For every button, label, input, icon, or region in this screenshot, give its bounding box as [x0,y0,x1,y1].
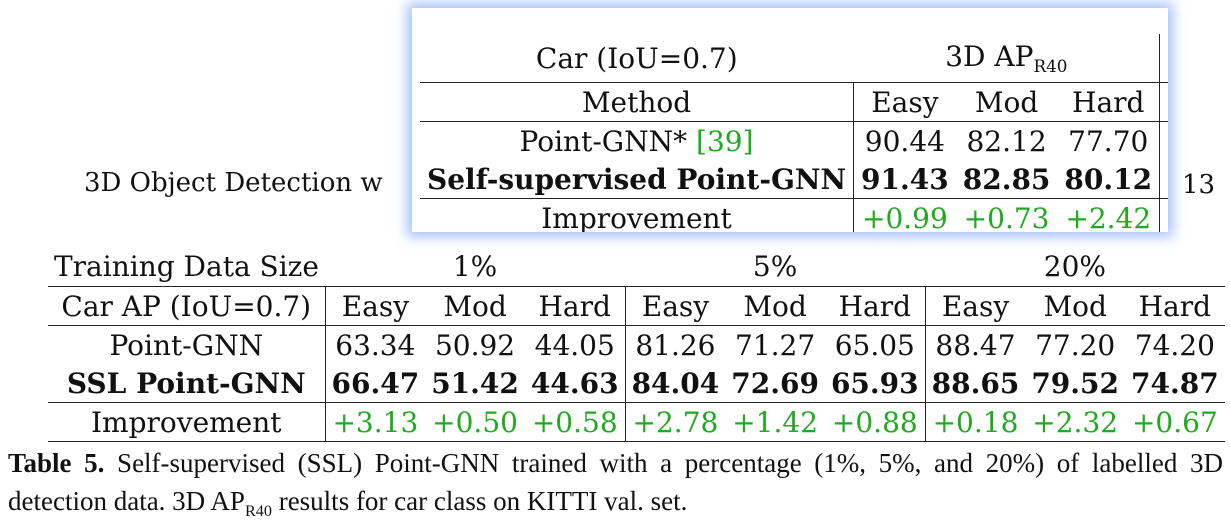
value-cell: 84.04 [624,364,726,403]
popup-metric-label: 3D APR40 [854,34,1160,83]
value-cell: 74.87 [1131,366,1219,400]
value-cell: 44.05 [534,328,615,362]
cut-column [1159,82,1168,122]
popup-improvement: +0.99 [853,198,956,232]
col-header: Mod [1025,286,1126,326]
table-row: SSL Point-GNN 66.47 51.42 44.63 84.04 72… [48,364,1225,403]
value-cell: 50.92 [434,328,516,362]
method-cell: Point-GNN [109,328,264,362]
improvement-cell: +1.42 [725,402,825,442]
value-cell: 65.93 [830,366,919,400]
improvement-cell: +0.88 [824,402,926,442]
popup-method-cell: Point-GNN* [39] [420,122,854,161]
col-header: Hard [824,286,926,326]
cut-column [1159,121,1168,160]
table-caption: Table 5. Self-supervised (SSL) Point-GNN… [8,444,1223,530]
group-1pct: 1% [452,249,498,283]
value-cell: 77.20 [1035,328,1116,362]
group-5pct: 5% [752,249,798,283]
col-header: Hard [524,286,626,326]
caption-subscript: R40 [244,502,272,520]
popup-col-method: Method [420,82,854,122]
value-cell: 51.42 [431,366,519,400]
background-caption-start: 3D Object Detection w [84,168,383,198]
value-cell: 88.47 [924,325,1026,364]
value-cell: 72.69 [731,366,819,400]
popup-row: Self-supervised Point-GNN 91.43 82.85 80… [420,160,1168,199]
improvement-cell: +2.32 [1025,402,1126,442]
value-cell: 71.27 [735,328,816,362]
training-size-label: Training Data Size [54,249,320,283]
popup-value: 80.12 [1064,162,1153,196]
row-label-header: Car AP (IoU=0.7) [48,286,326,326]
cut-column [1159,34,1168,83]
popup-row: Point-GNN* [39] 90.44 82.12 77.70 [420,121,1168,161]
group-20pct: 20% [1043,249,1107,283]
improvement-cell: +2.78 [624,402,726,442]
value-cell: 74.20 [1134,328,1215,362]
background-caption-end: 13 [1182,170,1216,200]
caption-text-b: results for car class on KITTI val. set. [271,486,688,516]
table-row: Point-GNN 63.34 50.92 44.05 81.26 71.27 … [48,325,1225,364]
citation-link[interactable]: [39] [696,124,754,158]
zoom-popup[interactable]: Car (IoU=0.7) 3D APR40 Method Easy Mod H… [412,8,1168,232]
improvement-cell: +0.50 [425,402,525,442]
popup-col-easy: Easy [853,82,956,122]
col-header: Easy [324,286,426,326]
popup-group-label: Car (IoU=0.7) [535,41,738,75]
popup-improvement: +2.42 [1057,198,1160,232]
popup-value: 82.12 [966,124,1047,158]
popup-header-row: Method Easy Mod Hard [420,82,1168,122]
caption-label: Table 5. [8,448,105,478]
value-cell: 44.63 [530,366,619,400]
popup-row-improvement: Improvement +0.99 +0.73 +2.42 [420,198,1168,232]
col-header: Mod [425,286,525,326]
value-cell: 88.65 [924,364,1026,403]
improvement-cell: +3.13 [324,402,426,442]
improvement-cell: +0.58 [524,402,626,442]
popup-method-cell: Improvement [420,198,854,232]
cut-column [1159,198,1168,232]
value-cell: 65.05 [834,328,915,362]
popup-method-cell: Self-supervised Point-GNN [427,162,847,196]
improvement-cell: +0.18 [924,402,1026,442]
col-header: Easy [924,286,1026,326]
popup-value: 91.43 [853,160,956,199]
col-header: Hard [1125,286,1225,326]
results-table: Training Data Size 1% 5% 20% Car AP (IoU… [48,246,1225,442]
caption-text-a: Self-supervised (SSL) Point-GNN trained … [8,448,1223,516]
cut-column [1159,160,1168,199]
value-cell: 63.34 [324,325,426,364]
value-cell: 79.52 [1031,366,1120,400]
popup-value: 82.85 [962,162,1051,196]
col-header: Mod [725,286,825,326]
popup-value: 77.70 [1068,124,1149,158]
table-header-row: Car AP (IoU=0.7) Easy Mod Hard Easy Mod … [48,286,1225,326]
value-cell: 66.47 [324,364,426,403]
method-text: Point-GNN* [519,124,697,158]
metric-subscript: R40 [1033,56,1068,76]
method-cell: Improvement [48,402,326,442]
popup-table: Car (IoU=0.7) 3D APR40 Method Easy Mod H… [420,34,1168,232]
method-cell: SSL Point-GNN [66,366,306,400]
col-header: Easy [624,286,726,326]
improvement-cell: +0.67 [1125,402,1225,442]
popup-value: 90.44 [853,121,956,160]
popup-improvement: +0.73 [955,198,1058,232]
value-cell: 81.26 [624,325,726,364]
metric-text: 3D AP [945,40,1034,73]
popup-group-row: Car (IoU=0.7) 3D APR40 [420,34,1168,83]
table-group-row: Training Data Size 1% 5% 20% [48,246,1225,287]
popup-col-hard: Hard [1057,82,1160,122]
table-row-improvement: Improvement +3.13 +0.50 +0.58 +2.78 +1.4… [48,402,1225,442]
popup-col-mod: Mod [955,82,1058,122]
